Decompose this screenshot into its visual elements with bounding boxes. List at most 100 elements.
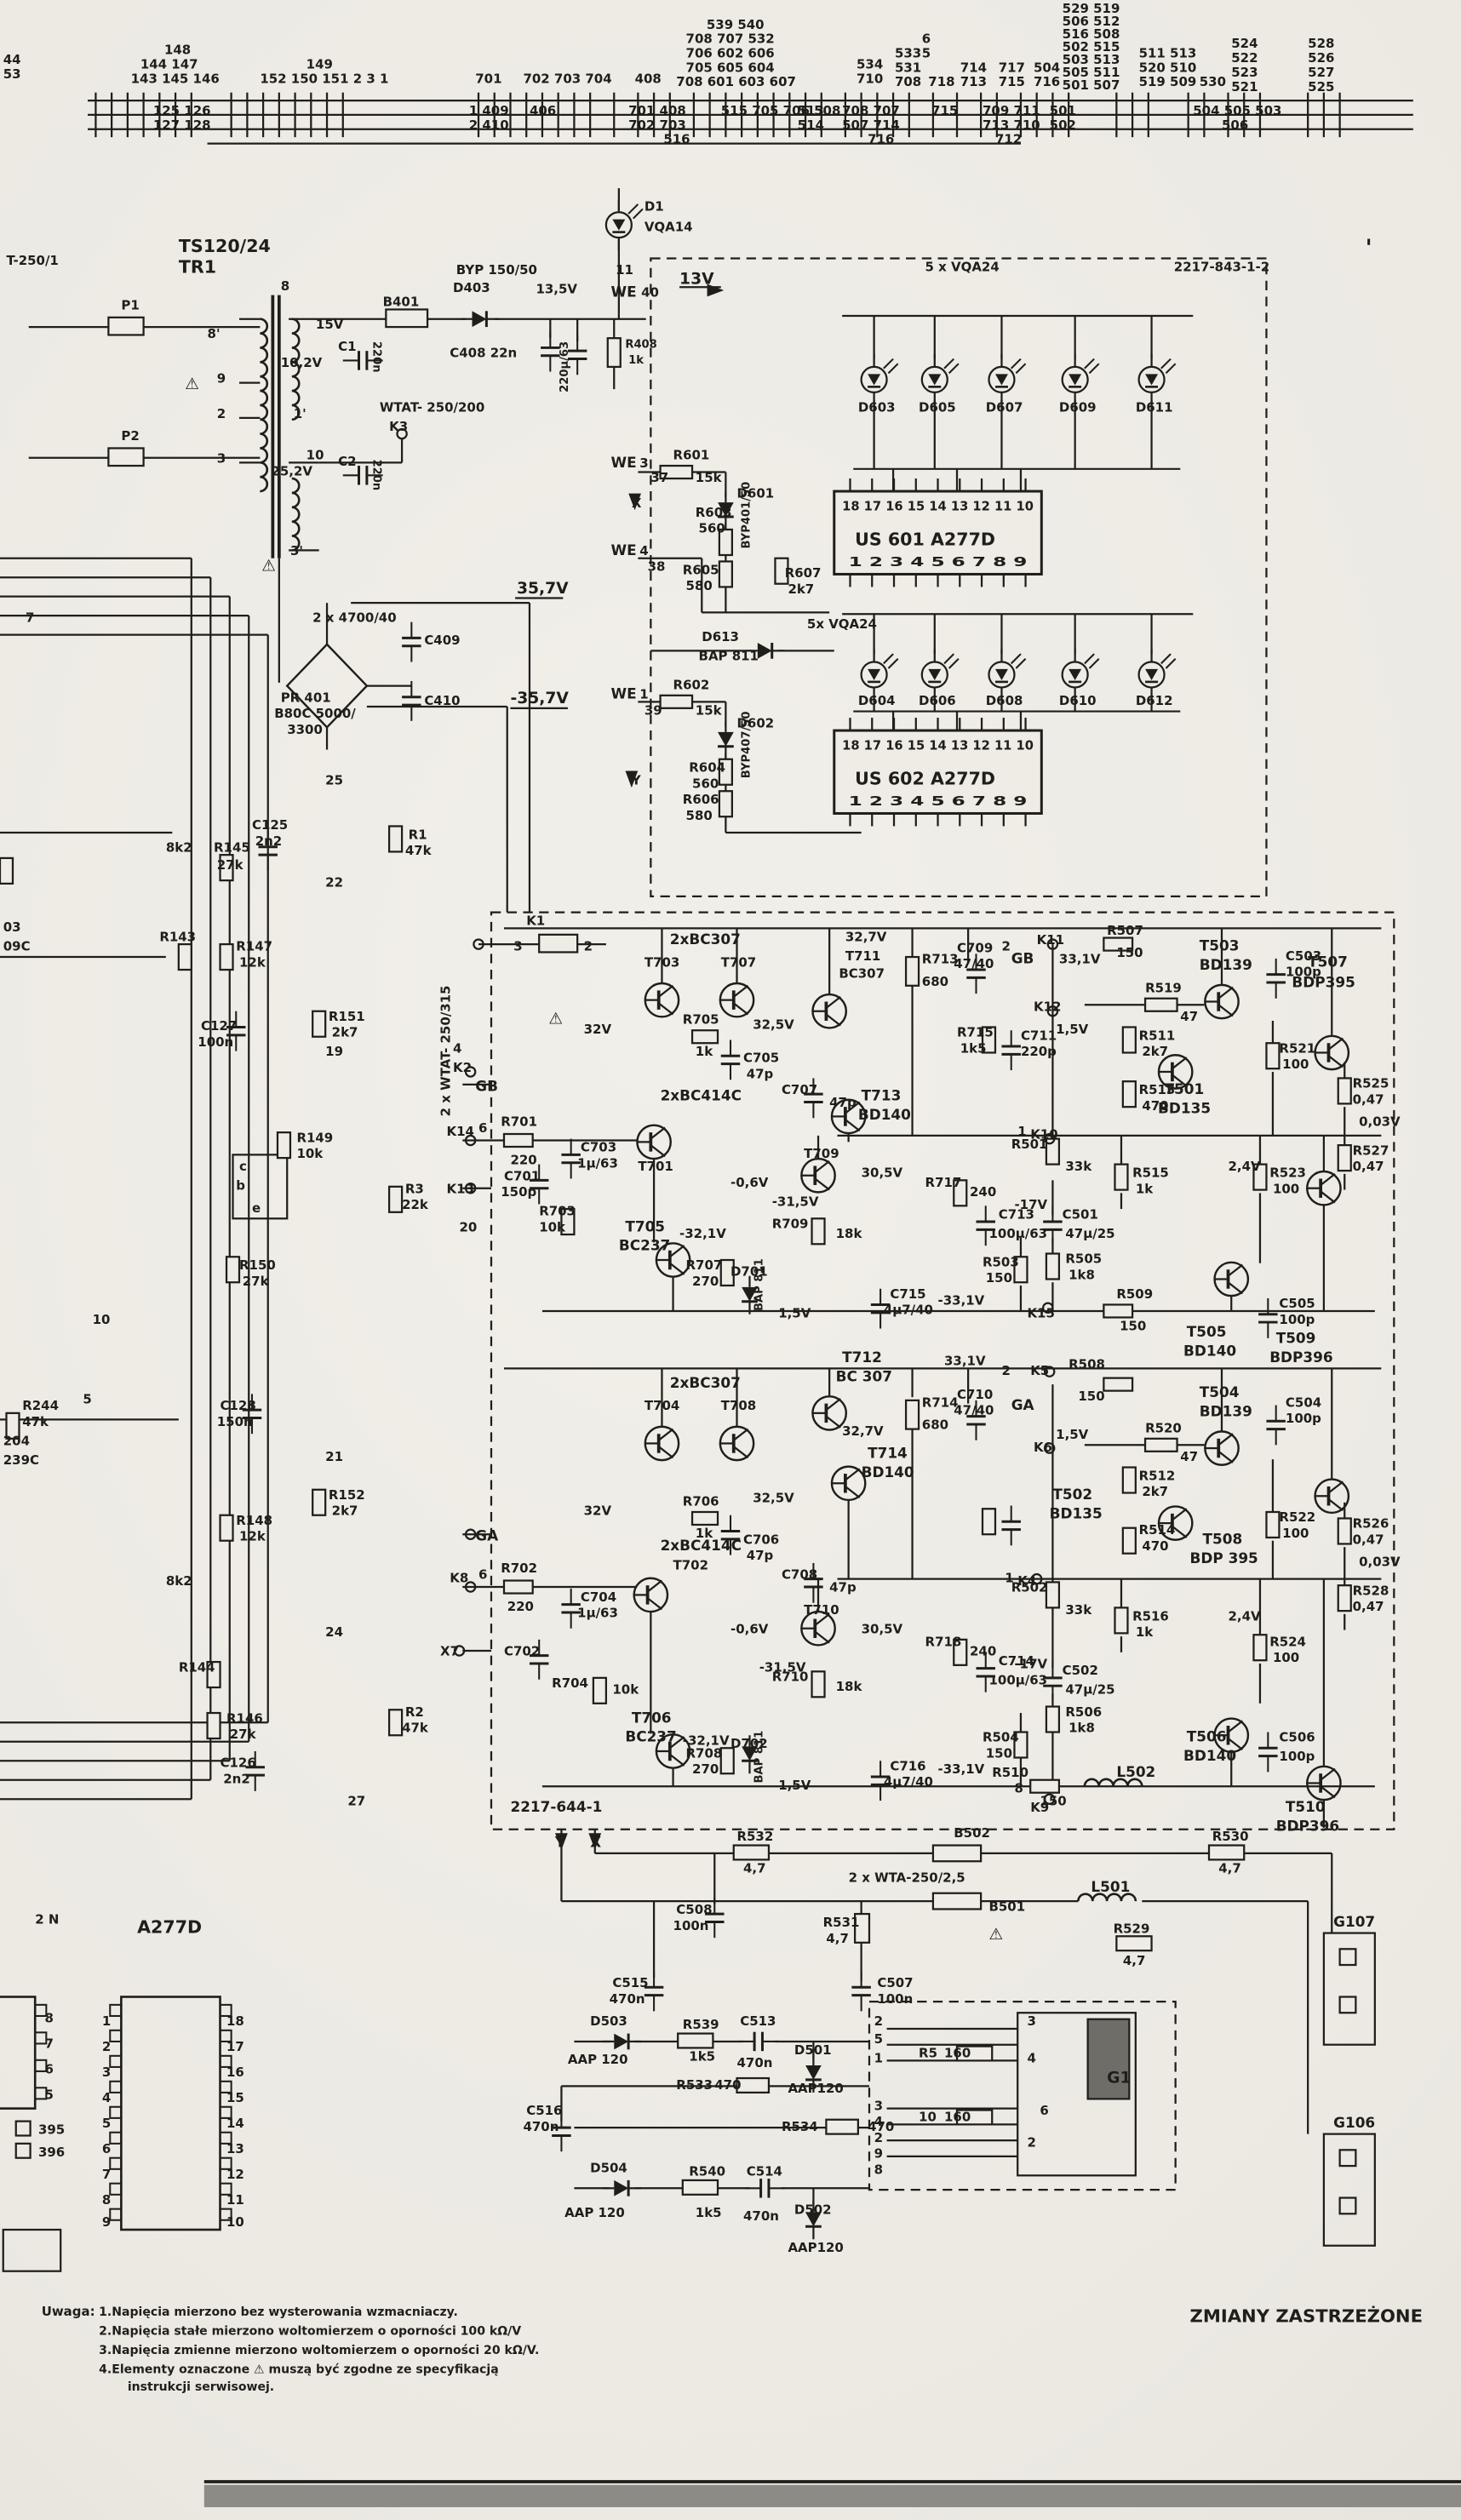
schematic-label: 47k <box>22 1414 49 1429</box>
transistor-T702 <box>633 1577 669 1613</box>
schematic-label: 100p <box>1286 1411 1321 1426</box>
schematic-label: C2 <box>338 454 356 469</box>
schematic-label: R508 <box>1069 1356 1105 1372</box>
schematic-label: R511 <box>1139 1028 1176 1043</box>
schematic-label: R521 <box>1279 1040 1315 1056</box>
resistor-R534 <box>825 2118 859 2135</box>
schematic-label: R524 <box>1269 1634 1306 1649</box>
schematic-label: 100p <box>1279 1749 1315 1764</box>
node-K3 <box>396 427 408 440</box>
schematic-label: R505 <box>1065 1251 1102 1267</box>
schematic-label: X7 <box>440 1644 459 1659</box>
schematic-label: BDP396 <box>1276 1818 1339 1835</box>
schematic-label: TR1 <box>179 256 216 277</box>
resistor-R505 <box>1045 1252 1061 1280</box>
arrow-we3 <box>628 493 641 511</box>
schematic-label: 714 <box>960 60 987 75</box>
capacitor-C505 <box>1258 1297 1278 1338</box>
schematic-label: 220n <box>370 341 382 373</box>
schematic-label: D611 <box>1136 399 1173 415</box>
schematic-label: 4µ7/40 <box>884 1774 933 1790</box>
schematic-label: 0,47 <box>1353 1091 1384 1107</box>
schematic-label: 8k2 <box>166 1573 192 1589</box>
transistor-T503 <box>1204 983 1240 1020</box>
capacitor-C2 <box>342 466 383 485</box>
schematic-label: 8k2 <box>166 839 192 855</box>
schematic-label: 470n <box>610 1991 645 2007</box>
connector-G106-pin <box>1338 2149 1357 2168</box>
schematic-label: K2 <box>453 1060 472 1075</box>
schematic-label: 1,5V <box>1056 1427 1089 1442</box>
package-outline <box>2 2228 62 2272</box>
schematic-label: R516 <box>1132 1608 1169 1624</box>
schematic-label: 3 <box>102 2065 111 2080</box>
schematic-label: 20 <box>460 1219 478 1234</box>
transistor-T505 <box>1213 1261 1250 1297</box>
schematic-label: R147 <box>236 939 272 954</box>
led-D607 <box>988 353 1027 405</box>
resistor-R509 <box>1103 1303 1134 1319</box>
schematic-label: R533 <box>676 2077 713 2093</box>
resistor-R708 <box>719 1747 735 1775</box>
schematic-label: T507 <box>1308 953 1348 970</box>
schematic-label: 4,7 <box>826 1931 849 1946</box>
schematic-label: 1k8 <box>1069 1721 1095 1736</box>
ic-US602 <box>833 729 1043 815</box>
schematic-label: 204 <box>3 1433 30 1448</box>
schematic-label: 12k <box>239 954 266 970</box>
schematic-label: 470 <box>714 2077 741 2093</box>
resistor-R3 <box>387 1185 404 1213</box>
schematic-label: 580 <box>686 578 713 593</box>
resistor-R508 <box>1103 1377 1134 1392</box>
transistor-T510 <box>1306 1765 1342 1801</box>
schematic-label: 150 <box>1040 1794 1066 1809</box>
schematic-label: 708 601 603 607 <box>676 74 796 89</box>
schematic-label: R526 <box>1353 1516 1389 1532</box>
schematic-label: 2 <box>1001 939 1010 954</box>
resistor-R528 <box>1337 1584 1352 1612</box>
resistor-R704 <box>592 1676 608 1704</box>
transistor-T509 <box>1306 1170 1342 1206</box>
schematic-label: C703 <box>581 1140 616 1155</box>
module-box-connector <box>868 2000 1177 2191</box>
schematic-label: 47µ/25 <box>1065 1226 1114 1241</box>
connector-G1-hatch <box>1086 2018 1131 2100</box>
schematic-label: R706 <box>683 1493 719 1509</box>
schematic-label: BYP 150/50 <box>456 262 537 278</box>
resistor-R527 <box>1337 1143 1352 1172</box>
schematic-label: 531 <box>895 60 921 75</box>
connector-G1-body <box>1017 2012 1137 2177</box>
resistor-R707 <box>719 1258 735 1287</box>
schematic-label: R503 <box>983 1254 1019 1269</box>
schematic-label: R534 <box>782 2119 818 2134</box>
capacitor-C704 <box>561 1588 581 1629</box>
schematic-label: Y <box>554 1833 566 1850</box>
schematic-label: C127 <box>201 1018 237 1034</box>
schematic-label: C508 <box>676 1902 712 1917</box>
schematic-label: AAP120 <box>788 2240 843 2255</box>
led-D611 <box>1137 353 1177 405</box>
schematic-label: 100 <box>1273 1181 1299 1196</box>
schematic-label: 506 <box>1222 117 1248 133</box>
schematic-label: D1 <box>645 198 664 214</box>
schematic-label: R1 <box>409 827 427 842</box>
diode-D613 <box>746 643 785 659</box>
schematic-label: 701 408 <box>628 103 686 118</box>
schematic-label: 220n <box>370 460 382 491</box>
schematic-label: 713 710 <box>983 117 1040 133</box>
schematic-label: ' <box>1366 236 1372 261</box>
schematic-label: 539 540 <box>707 17 765 32</box>
schematic-label: 525 <box>1308 79 1334 94</box>
resistor-R705 <box>690 1029 719 1045</box>
schematic-label: 10 <box>919 2110 937 2125</box>
fuse-B401 <box>385 308 429 329</box>
schematic-label: K9 <box>1030 1800 1049 1815</box>
schematic-label: R715 <box>957 1025 994 1040</box>
schematic-label: R528 <box>1353 1583 1389 1598</box>
resistor-R533 <box>736 2076 771 2094</box>
resistor-R145 <box>219 854 234 882</box>
schematic-label: 708 707 532 <box>686 32 775 47</box>
schematic-label: 1 <box>639 687 648 702</box>
resistor-R144 <box>206 1660 221 1689</box>
schematic-label: 32V <box>584 1022 612 1037</box>
